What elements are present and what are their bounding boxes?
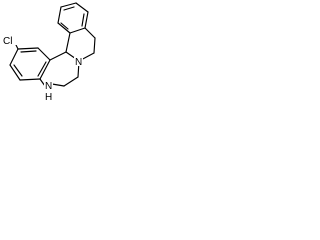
ring-nitrogen-label: N — [75, 57, 82, 68]
double-bond — [60, 22, 69, 30]
bond — [37, 47, 51, 61]
bond — [9, 64, 21, 81]
upper-benzene-ring — [57, 2, 89, 34]
chlorine-label: Cl — [3, 36, 12, 47]
lower-benzene-ring — [9, 47, 51, 81]
bond — [93, 37, 96, 54]
bond — [57, 6, 62, 24]
chlorine-bond — [15, 44, 19, 50]
bond — [39, 59, 51, 80]
bond — [84, 11, 89, 29]
double-bond — [37, 61, 47, 77]
ring-nitrogen-mask — [74, 57, 83, 66]
bond — [9, 48, 19, 66]
bond — [69, 27, 86, 34]
chemical-structure-diagram: Cl N N H — [2, 2, 96, 103]
bond — [60, 2, 77, 8]
double-bond — [13, 64, 23, 77]
bond — [75, 2, 89, 13]
bond — [57, 22, 71, 34]
chlorine-label-mask — [2, 34, 17, 45]
amine-nitrogen-label: N — [45, 81, 52, 92]
bond — [17, 47, 39, 50]
double-bond — [81, 13, 85, 27]
bond — [84, 27, 96, 39]
bond — [19, 78, 41, 81]
double-bond — [20, 50, 37, 53]
bond — [49, 51, 67, 61]
double-bond — [63, 6, 75, 11]
amine-nitrogen-mask — [44, 81, 53, 90]
bond — [65, 32, 71, 53]
bond — [63, 76, 79, 87]
bond — [51, 83, 65, 87]
amine-hydrogen-label: H — [45, 92, 52, 103]
